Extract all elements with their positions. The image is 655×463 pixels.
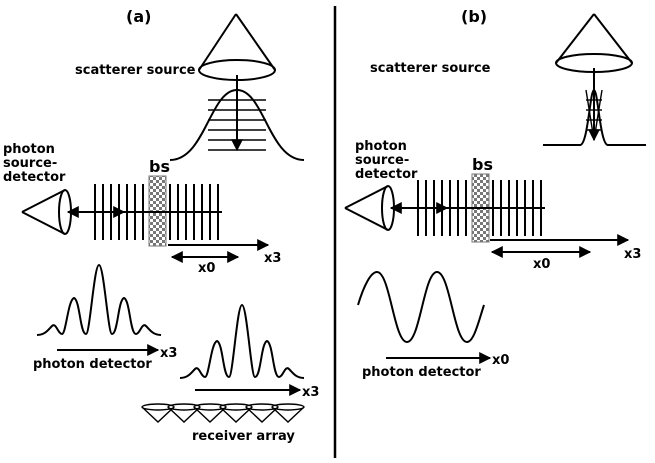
x3-label-text: x3 (264, 251, 281, 266)
photon-source-detector-label-1: photon (3, 142, 55, 157)
beam-splitter-label-b: bs (472, 155, 493, 174)
photon-detector-x3-label: x3 (160, 346, 177, 361)
photon-source-detector-label-b-1: photon (355, 139, 407, 154)
x3-axis-label: x3 (264, 251, 281, 266)
receiver-array-label: receiver array (192, 429, 295, 444)
panel-b: (b) scatterer source photon source- dete… (344, 7, 646, 380)
sine-wave (357, 270, 485, 344)
scatterer-source-cone-b (555, 13, 633, 73)
x0-label: x0 (198, 261, 215, 276)
x3-axis-label-b: x3 (624, 247, 641, 262)
receiver-x3-label: x3 (302, 385, 319, 400)
interference-pattern-1 (36, 263, 162, 336)
scatterer-source-label-b: scatterer source (370, 61, 491, 76)
gaussian-wavepacket (169, 75, 305, 161)
photon-detector-label: photon detector (33, 357, 152, 372)
photon-source-detector-label-b-2: source- (355, 153, 409, 168)
photon-source-detector-cone (21, 189, 72, 235)
photon-source-detector-label-2: source- (3, 156, 57, 171)
panel-a: (a) scatterer source photon source- dete… (3, 7, 319, 444)
scatterer-source-cone (198, 13, 276, 81)
interference-pattern-2 (179, 303, 305, 379)
photon-source-detector-cone-b (344, 185, 395, 231)
photon-source-detector-label-b-3: detector (355, 167, 418, 182)
photon-detector-x0-label-b: x0 (492, 353, 509, 368)
photon-detector-label-b: photon detector (362, 365, 481, 380)
beam-splitter-label: bs (149, 157, 170, 176)
narrow-wavepacket (543, 68, 646, 146)
scatterer-source-label: scatterer source (75, 63, 196, 78)
receiver-array (141, 403, 305, 423)
photon-source-detector-label-3: detector (3, 170, 66, 185)
x0-label-b: x0 (533, 257, 550, 272)
panel-a-label: (a) (126, 7, 151, 26)
panel-b-label: (b) (461, 7, 487, 26)
